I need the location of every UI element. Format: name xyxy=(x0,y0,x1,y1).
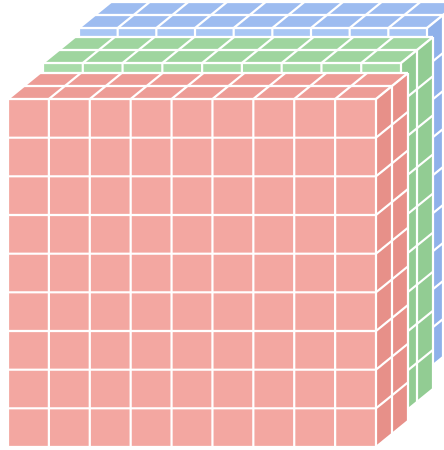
layer-red xyxy=(8,73,408,447)
layer-red-front-face xyxy=(8,99,376,447)
